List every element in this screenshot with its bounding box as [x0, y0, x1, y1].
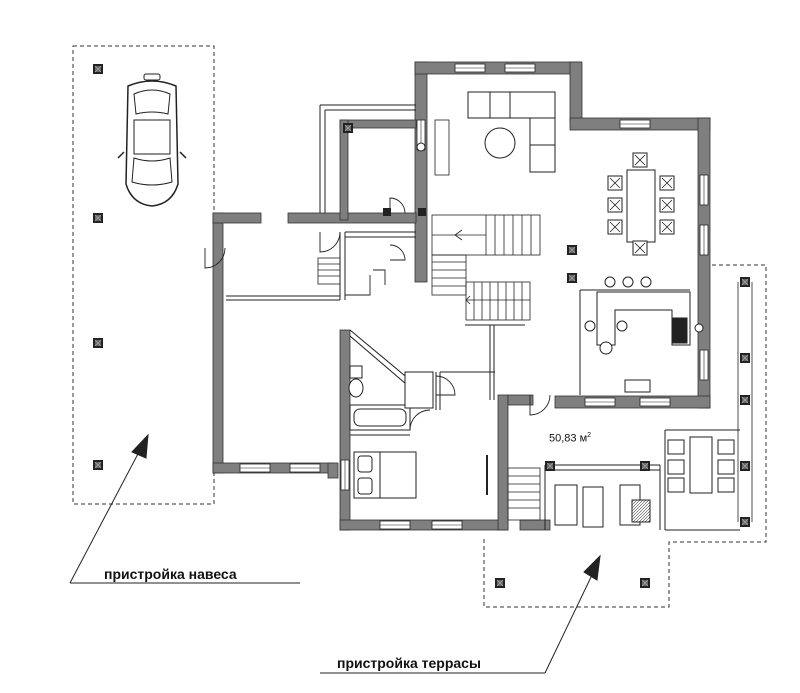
area-value: 50,83 м — [549, 432, 588, 445]
canopy-column — [92, 63, 104, 75]
interior-columns — [342, 119, 751, 472]
callout-arrows — [69, 433, 601, 674]
bed-icon — [353, 451, 488, 499]
canopy-column — [92, 459, 104, 471]
terrace-extension-outline — [483, 264, 767, 608]
canopy-extension-outline — [72, 45, 215, 505]
canopy-extension-label: пристройка навеса — [104, 566, 237, 582]
interior-lines — [226, 104, 690, 436]
canopy-column — [92, 337, 104, 349]
terrace-extension-label: пристройка террасы — [337, 655, 481, 671]
area-unit-exponent: 2 — [587, 432, 592, 439]
doors — [204, 197, 551, 431]
area-label: 50,83 м2 — [549, 432, 591, 445]
car-topview-icon — [117, 73, 187, 207]
kitchen-counter — [584, 276, 691, 393]
sofa-icon — [467, 91, 556, 173]
terrace-furniture — [544, 429, 740, 531]
stairs-icon — [317, 214, 541, 521]
bathtub-icon — [348, 365, 434, 431]
dining-table-icon — [607, 152, 675, 256]
canopy-column — [92, 212, 104, 224]
